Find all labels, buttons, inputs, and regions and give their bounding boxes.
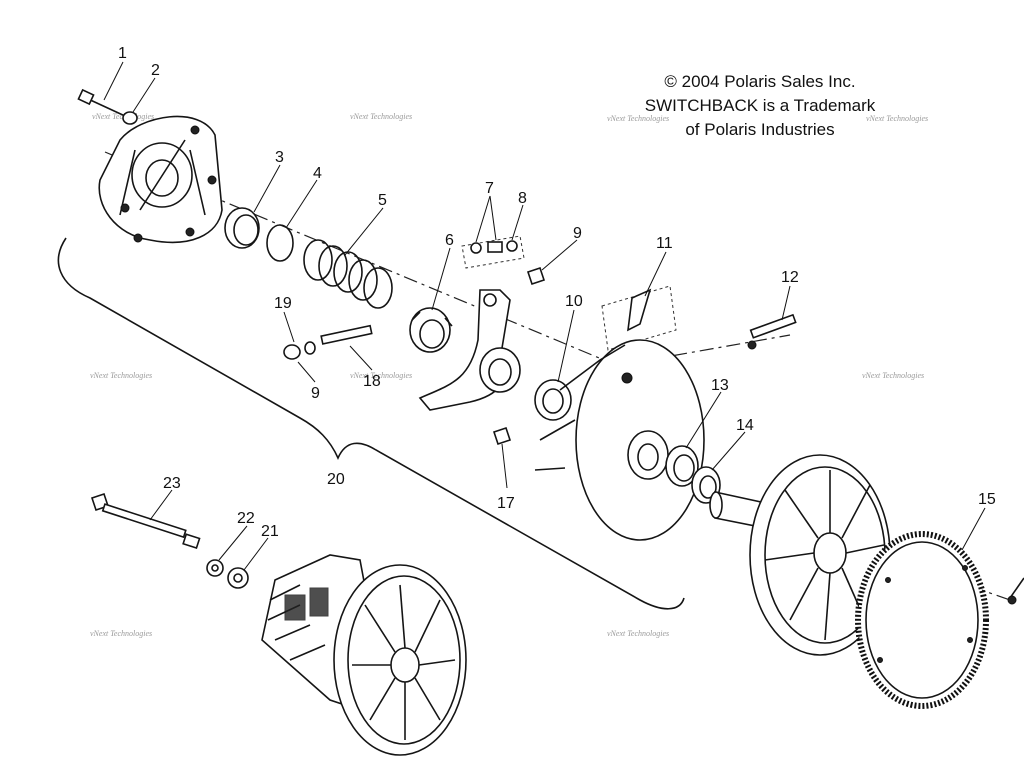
callout-22: 22 — [237, 510, 255, 527]
watermark: vNext Technologies — [90, 371, 152, 380]
part-22-washer — [206, 559, 224, 577]
callout-11: 11 — [656, 235, 673, 252]
watermark: vNext Technologies — [90, 629, 152, 638]
watermark: vNext Technologies — [350, 371, 412, 380]
part-6-flyweight-arm — [418, 289, 521, 411]
callout-20: 20 — [327, 471, 345, 488]
callout-10: 10 — [565, 293, 583, 310]
callout-13: 13 — [711, 377, 729, 394]
part-6-spider — [409, 307, 453, 353]
callout-17: 17 — [497, 495, 515, 512]
callout-9-upper: 9 — [573, 225, 582, 242]
callout-7: 7 — [485, 180, 494, 197]
callout-6: 6 — [445, 232, 454, 249]
callout-12: 12 — [781, 269, 799, 286]
leader-lines — [103, 61, 986, 571]
watermark: vNext Technologies — [350, 112, 412, 121]
callout-19: 19 — [274, 295, 292, 312]
watermark: vNext Technologies — [607, 629, 669, 638]
part-9-nut — [526, 266, 546, 286]
movable-sheave — [534, 339, 705, 541]
part-19-pin — [283, 341, 316, 360]
callout-1: 1 — [118, 45, 127, 62]
callout-18: 18 — [363, 373, 381, 390]
part-18-pin — [320, 324, 373, 345]
copyright-line-1: © 2004 Polaris Sales Inc. — [664, 72, 856, 91]
drive-clutch-assembly — [261, 554, 467, 756]
ring-gear-bolt — [1007, 577, 1024, 605]
part-4-snap-ring — [266, 224, 294, 262]
watermark: vNext Technologies — [862, 371, 924, 380]
callout-2: 2 — [151, 62, 160, 79]
part-7-8-roller-set — [461, 235, 525, 269]
callout-9-lower: 9 — [311, 385, 320, 402]
assembly-bracket — [57, 237, 685, 610]
part-1-bolt — [77, 88, 126, 117]
part-10-washer — [534, 379, 572, 421]
part-23-bolt — [90, 492, 201, 550]
part-5-spring — [303, 239, 393, 309]
callout-8: 8 — [518, 190, 527, 207]
drive-cover — [98, 115, 223, 244]
callout-15: 15 — [978, 491, 996, 508]
copyright-line-3: of Polaris Industries — [685, 120, 835, 139]
callout-23: 23 — [163, 475, 181, 492]
copyright-line-2: SWITCHBACK is a Trademark — [644, 96, 876, 115]
callout-labels: 1 2 3 4 5 6 7 8 9 10 11 12 13 14 15 17 1… — [118, 45, 996, 540]
callout-5: 5 — [378, 192, 387, 209]
part-17-nut — [492, 426, 512, 446]
callout-14: 14 — [736, 417, 754, 434]
part-15-ring-gear — [855, 531, 989, 709]
callout-4: 4 — [313, 165, 322, 182]
part-21-nut — [227, 567, 249, 589]
part-11-clip — [601, 285, 677, 351]
watermark: vNext Technologies — [607, 114, 669, 123]
part-12-pin — [747, 313, 797, 350]
callout-3: 3 — [275, 149, 284, 166]
part-13-bushing — [665, 445, 699, 487]
part-2-washer — [122, 111, 138, 125]
watermark: vNext Technologies — [866, 114, 928, 123]
callout-21: 21 — [261, 523, 279, 540]
part-3-bushing — [224, 207, 260, 249]
copyright-notice: © 2004 Polaris Sales Inc. SWITCHBACK is … — [600, 70, 920, 142]
